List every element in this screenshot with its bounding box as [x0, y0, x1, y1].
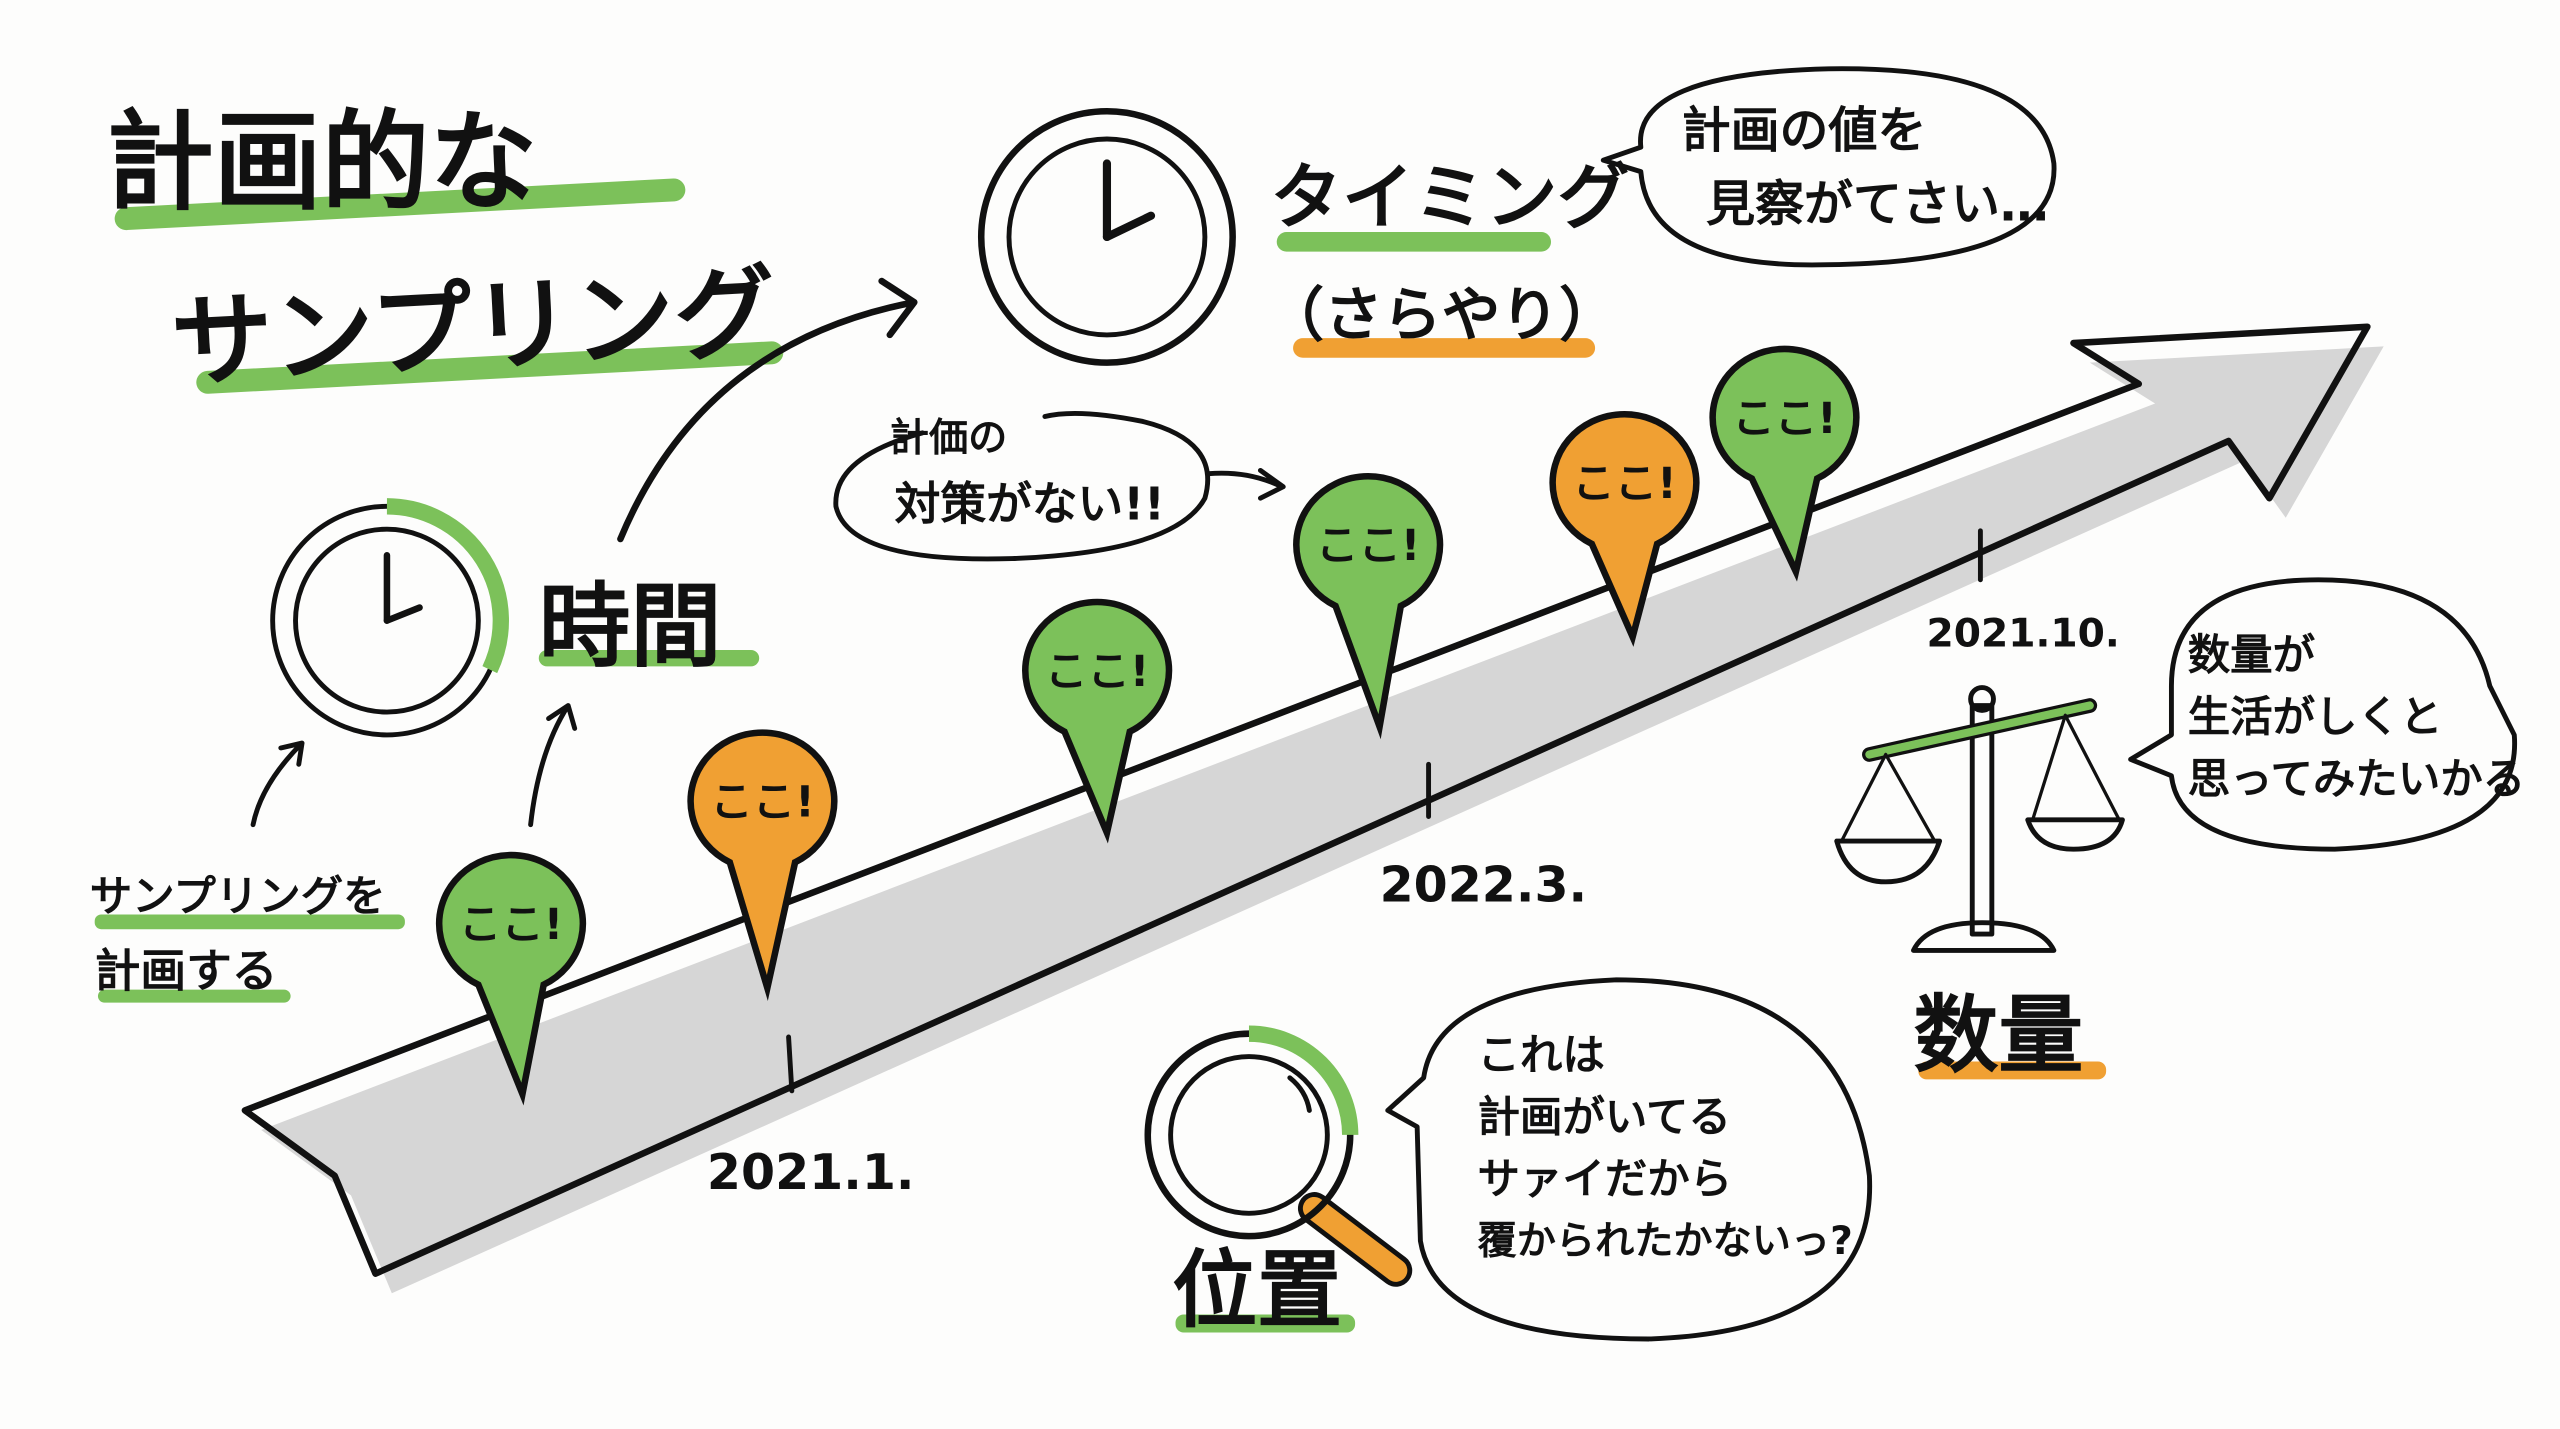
title-line-2: サンプリング: [169, 253, 779, 402]
date-label: 2022.3.: [1380, 856, 1588, 913]
bubble-position-line: 計画がいてる: [1478, 1094, 1731, 1143]
speech-bubble-position: これは 計画がいてる サァイだから 覆かられたかないっ?: [1385, 977, 1873, 1342]
quantity-label: 数量: [1913, 987, 2083, 1086]
pin-icon: [687, 729, 838, 1001]
title-underline-1: [114, 178, 686, 231]
pin-label: ここ!: [1572, 460, 1676, 509]
arrow-icon: [241, 323, 2371, 1277]
bubble-quantity-line: 生活がしくと: [2188, 694, 2443, 743]
pin-label: ここ!: [710, 779, 814, 828]
title-underline-2: [196, 341, 784, 394]
arrow-icon: [617, 277, 918, 543]
speech-bubble-quantity: 数量が 生活がしくと 思ってみたいかる: [2128, 577, 2525, 852]
time-label: 時間: [539, 573, 722, 680]
pin-icon: [1293, 473, 1444, 740]
pin-label: ここ!: [1732, 395, 1836, 444]
bubble-quantity-line: 数量が: [2188, 632, 2316, 681]
arrow-icon: [528, 703, 578, 828]
pin-icon: [1549, 411, 1700, 647]
bubble-position-line: サァイだから: [1478, 1156, 1733, 1205]
pin-label: ここ!: [459, 901, 563, 950]
timing-sub: （さらやり）: [1265, 280, 1618, 349]
pin-label: ここ!: [1316, 522, 1420, 571]
magnifier-icon: [1144, 1025, 1413, 1287]
speech-bubble-top: 計画の値を 見察がてさい…: [1600, 66, 2057, 268]
left-note-line-1: サンプリングを: [90, 873, 386, 922]
bubble-position-line: 覆かられたかないっ?: [1478, 1219, 1853, 1264]
title-line-1: 計画的な: [106, 100, 537, 225]
clock-icon: [977, 107, 1236, 366]
bubble-mid-line-1: 計価の: [890, 416, 1008, 461]
pin-marker: ここ!: [1022, 598, 1173, 844]
pin-icon: [1709, 345, 1860, 582]
pin-marker: ここ!: [1293, 473, 1444, 740]
pin-marker: ここ!: [1709, 345, 1860, 582]
bubble-quantity-line: 思ってみたいかる: [2188, 756, 2525, 805]
bubble-top-line-1: 計画の値を: [1682, 102, 1927, 159]
timeline-arrow: 2021.1. 2022.3. 2021.10.: [241, 323, 2384, 1294]
pin-label: ここ!: [1045, 648, 1149, 697]
left-note-line-2: 計画する: [95, 944, 278, 997]
small-clock-icon: [270, 498, 509, 738]
bubble-top-line-2: 見察がてさい…: [1706, 176, 2049, 233]
position-label: 位置: [1172, 1241, 1342, 1340]
timing-label: タイミング: [1270, 155, 1629, 239]
arrow-icon: [250, 740, 305, 828]
time-underline: [538, 650, 760, 667]
pin-marker: ここ!: [435, 851, 587, 1106]
title: 計画的な サンプリング: [106, 100, 784, 402]
pin-marker: ここ!: [687, 729, 838, 1001]
date-label: 2021.1.: [707, 1144, 915, 1201]
pin-icon: [435, 851, 587, 1106]
pin-icon: [1022, 598, 1173, 844]
pin-marker: ここ!: [1549, 411, 1700, 647]
bubble-mid-line-2: 対策がない!!: [895, 477, 1165, 530]
balance-scale-icon: [1834, 685, 2125, 953]
speech-bubble-mid: 計価の 対策がない!!: [833, 410, 1286, 562]
date-label: 2021.10.: [1927, 612, 2120, 657]
pins: ここ! ここ! ここ! ここ! ここ! ここ!: [435, 345, 1860, 1106]
bubble-position-line: これは: [1478, 1032, 1605, 1081]
